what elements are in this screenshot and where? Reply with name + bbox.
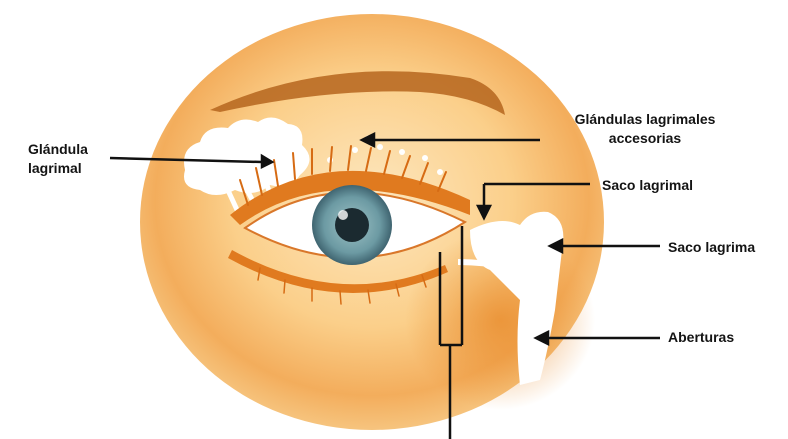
label-lacrimal-sac-upper: Saco lagrimal bbox=[602, 176, 693, 194]
label-accessory-glands-line2: accesorias bbox=[545, 129, 745, 147]
label-lacrimal-sac-right: Saco lagrima bbox=[668, 238, 755, 256]
label-lacrimal-gland-line2: lagrimal bbox=[28, 159, 82, 177]
label-openings: Aberturas bbox=[668, 328, 734, 346]
label-accessory-glands-line1: Glándulas lagrimales bbox=[545, 110, 745, 128]
iris-highlight bbox=[338, 210, 348, 220]
label-lacrimal-gland-line1: Glándula bbox=[28, 140, 88, 158]
